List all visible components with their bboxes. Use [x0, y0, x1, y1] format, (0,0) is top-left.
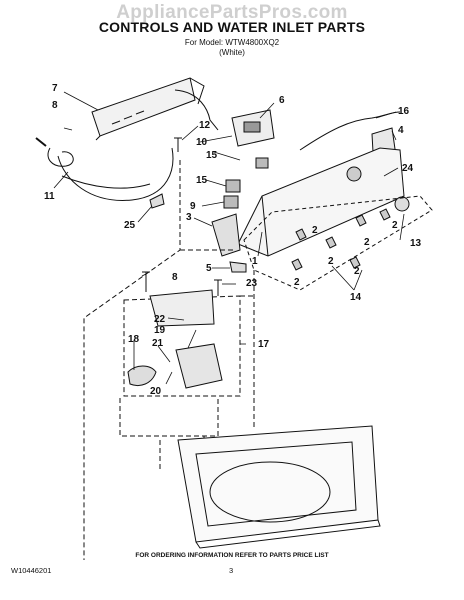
callout-label: 2 — [328, 256, 334, 267]
control-knob-part — [211, 213, 241, 257]
page-number: 3 — [229, 566, 234, 575]
callout-label: 8 — [52, 100, 58, 111]
assembly-outline — [243, 195, 433, 291]
callout-label: 13 — [410, 238, 422, 249]
callout-label: 22 — [154, 314, 166, 325]
model-label: For Model: WTW4800XQ2 — [184, 38, 280, 47]
callout-label: 21 — [152, 338, 164, 349]
callout-label: 20 — [150, 386, 162, 397]
callout-label: 25 — [124, 220, 136, 231]
screw-part — [174, 137, 182, 152]
watermark-text: AppliancePartsPros.com — [116, 2, 348, 23]
callout-label: 16 — [398, 106, 410, 117]
screw-part — [142, 271, 150, 292]
washer-top-part — [177, 425, 381, 549]
clip-part — [149, 193, 165, 209]
callout-label: 15 — [206, 150, 218, 161]
knob-part — [394, 196, 410, 212]
switch-part — [223, 195, 239, 209]
console-panel-part — [237, 147, 405, 257]
water-valve-part — [175, 343, 223, 389]
callout-label: 3 — [186, 212, 192, 223]
switch-part — [255, 157, 269, 169]
callout-label: 12 — [199, 120, 211, 131]
selector-knobs-part — [291, 208, 391, 271]
switch-part — [225, 179, 241, 193]
color-label: (White) — [219, 48, 245, 57]
callout-label: 2 — [364, 237, 370, 248]
callout-label: 2 — [354, 266, 360, 277]
console-rear-panel-part — [91, 77, 205, 141]
callout-label: 11 — [44, 191, 55, 202]
leader-line — [83, 160, 181, 560]
valve-bracket-part — [149, 289, 215, 327]
callout-label: 4 — [398, 125, 404, 136]
power-cord-part — [35, 137, 174, 201]
callout-label: 17 — [258, 339, 270, 350]
callout-label: 24 — [402, 163, 414, 174]
callout-label: 19 — [154, 325, 166, 336]
callout-label: 8 — [172, 272, 178, 283]
callout-label: 2 — [392, 220, 398, 231]
screw-part — [214, 279, 222, 296]
callout-label: 7 — [52, 83, 58, 94]
valve-assembly-outline — [123, 295, 241, 397]
callout-label: 9 — [190, 201, 196, 212]
inlet-hose-connector-part — [127, 365, 157, 386]
screw-part — [229, 261, 247, 273]
callout-label: 2 — [294, 277, 300, 288]
ordering-note: FOR ORDERING INFORMATION REFER TO PARTS … — [135, 552, 329, 559]
document-number: W10446201 — [11, 566, 52, 575]
callout-labels: 7 8 6 16 12 4 10 11 15 15 24 9 3 25 1 2 … — [44, 83, 422, 397]
page-title: CONTROLS AND WATER INLET PARTS — [98, 19, 366, 35]
callout-label: 1 — [252, 256, 258, 267]
callout-label: 2 — [312, 225, 318, 236]
wire-harness-part — [174, 89, 219, 131]
callout-label: 18 — [128, 334, 140, 345]
callout-label: 5 — [206, 263, 212, 274]
callout-label: 10 — [196, 137, 208, 148]
callout-label: 6 — [279, 95, 285, 106]
callout-label: 15 — [196, 175, 208, 186]
control-board-part — [231, 109, 275, 147]
callout-label: 14 — [350, 292, 362, 303]
callout-label: 23 — [246, 278, 258, 289]
